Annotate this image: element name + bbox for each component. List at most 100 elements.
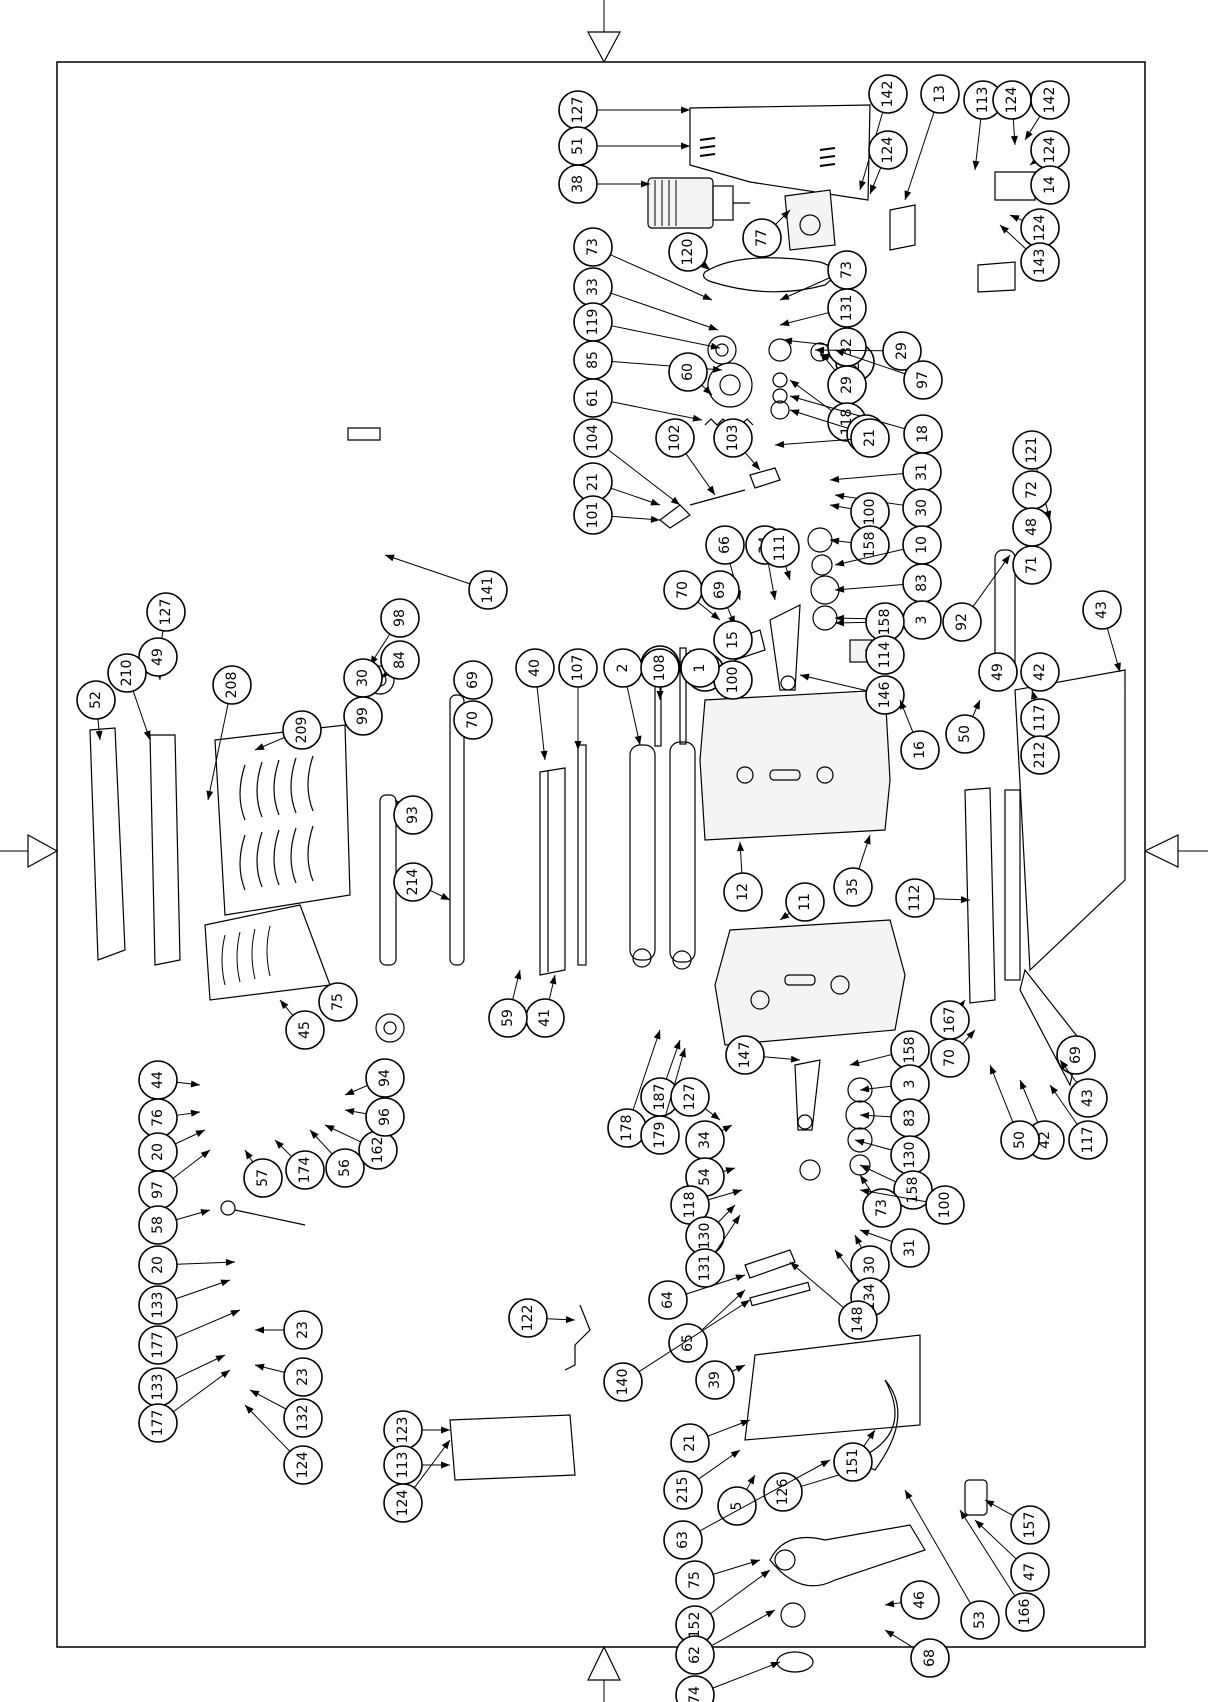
callout-174: 174 [274,1139,325,1190]
callout-140: 140 [603,1299,751,1402]
callout-arrowhead [835,1250,844,1260]
callout-75: 75 [675,1559,761,1600]
callout-number: 124 [395,1490,411,1517]
callout-3: 3 [859,1064,930,1104]
callout-leader [799,674,867,692]
callout-circle [318,982,358,1022]
callout-arrowhead [790,409,800,417]
callout-157: 157 [984,1499,1050,1545]
callout-circle [668,232,708,272]
callout-number: 52 [88,691,104,709]
callout-circle [695,1360,735,1400]
callout-number: 133 [150,1374,166,1401]
callout-187: 187 [640,1039,681,1117]
callout-208: 208 [206,665,252,801]
callout-41: 41 [525,974,565,1038]
callout-leader [384,554,471,585]
callout-circle [1005,1592,1045,1632]
callout-circle [573,418,613,458]
callout-number: 62 [687,1646,703,1664]
callout-61: 61 [573,378,703,422]
callout-number: 133 [150,1292,166,1319]
callout-number: 158 [862,532,878,559]
callout-number: 208 [224,672,240,699]
callout-circle [675,1560,715,1600]
callout-number: 84 [392,651,408,669]
callout-number: 29 [839,376,855,394]
callout-number: 10 [914,536,930,554]
callout-circle [910,1638,950,1678]
callout-number: 48 [1024,518,1040,536]
callout-circle [680,648,720,688]
callout-arrowhead [345,1088,355,1095]
callout-number: 146 [877,682,893,709]
callout-leader [176,1261,236,1265]
callout-number: 21 [682,1434,698,1452]
callout-arrowhead [1001,555,1010,565]
callout-77: 77 [742,209,791,258]
callout-leader [244,1404,291,1452]
callout-circle [1020,735,1060,775]
callout-circle [925,1185,965,1225]
callout-74: 74 [675,1661,781,1702]
callout-arrowhead [514,970,522,980]
callout-97: 97 [138,1149,211,1210]
callout-circle [1010,1505,1050,1545]
callout-49: 49 [138,637,178,681]
callout-56: 56 [309,1129,365,1188]
callout-circle [138,1245,178,1285]
callout-leader [834,584,904,591]
callout-circle [865,675,905,715]
callout-number: 35 [845,878,861,896]
callout-circle [827,288,867,328]
callout-158: 158 [859,1164,933,1210]
callout-arrowhead [712,365,722,373]
callout-circle [833,1442,873,1482]
callout-circle [785,882,825,922]
callout-number: 65 [680,1334,696,1352]
callout-circle [1012,545,1052,585]
callout-number: 127 [570,97,586,124]
callout-arrowhead [549,975,557,985]
callout-30: 30 [343,658,383,698]
callout-94: 94 [344,1058,405,1098]
callout-arrowhead [859,180,866,190]
callout-number: 131 [697,1255,713,1282]
callout-number: 174 [297,1157,313,1184]
callout-leader [779,277,830,301]
callout-number: 59 [500,1009,516,1027]
callout-number: 71 [1024,556,1040,574]
callout-circle [1030,165,1070,205]
callout-circle [1068,1120,1108,1160]
callout-arrowhead [985,1500,995,1508]
callout-number: 96 [377,1108,393,1126]
callout-arrowhead [736,1290,745,1299]
callout-179: 179 [640,1047,686,1155]
callout-circle [453,660,493,700]
callout-arrowhead [835,349,845,357]
callout-arrowhead [830,475,840,483]
callout-arrowhead [345,1108,355,1115]
callout-number: 70 [675,581,691,599]
callout-circle [468,570,508,610]
callout-23: 23 [255,1310,323,1350]
callout-43: 43 [1059,1059,1108,1118]
callout-141: 141 [384,554,508,610]
callout-124: 124 [868,130,908,195]
callout-number: 119 [585,309,601,336]
callout-1: 1 [680,648,720,688]
callout-arrowhead [960,1510,968,1520]
callout-117: 117 [1049,1084,1108,1160]
callout-23: 23 [254,1357,323,1397]
callout-number: 70 [942,1049,958,1067]
callout-number: 141 [480,577,496,604]
callout-151: 151 [833,1429,876,1482]
callout-number: 77 [754,229,770,247]
callout-arrowhead [765,1610,775,1618]
callout-number: 131 [839,295,855,322]
callout-143: 143 [999,224,1060,282]
callout-number: 1 [692,664,708,673]
callout-133: 133 [138,1354,226,1407]
callout-number: 49 [990,663,1006,681]
callout-arrowhead [1000,225,1009,234]
